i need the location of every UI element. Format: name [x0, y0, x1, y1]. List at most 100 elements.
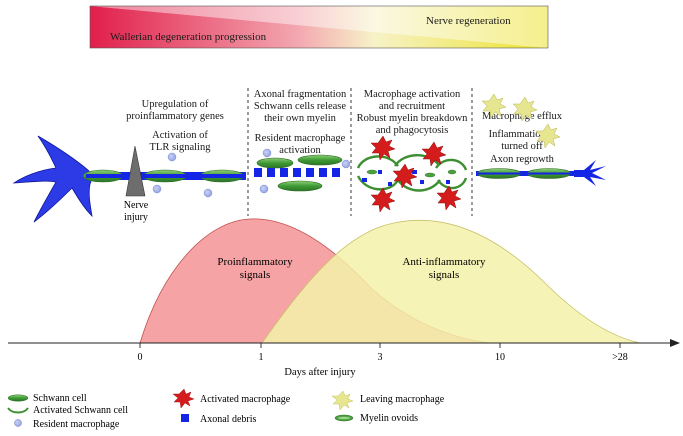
schwann-cell [297, 154, 343, 166]
schwann-cell [256, 157, 294, 169]
regrowing-axon-core [476, 172, 576, 175]
legend-resident-label: Resident macrophage [33, 419, 120, 430]
stage1-line3: Activation of [152, 130, 208, 141]
activated-schwann-cell [397, 179, 441, 192]
stage2-line5: activation [279, 145, 321, 156]
stage1-line1: Upregulation of [142, 99, 209, 110]
axis-arrowhead [670, 339, 680, 347]
legend-leaving-label: Leaving macrophage [360, 394, 445, 405]
proinflammatory-label-line1: Proinflammatory [217, 256, 293, 268]
stage2-line3: their own myelin [264, 113, 336, 124]
myelin-ovoids-group [366, 169, 457, 178]
activated-macrophage [370, 187, 396, 213]
legend-schwann-icon [7, 394, 29, 402]
axonal-debris [293, 168, 301, 177]
axonal-debris [420, 180, 424, 184]
myelin-ovoid [366, 169, 378, 175]
degeneration-label: Wallerian degeneration progression [110, 31, 267, 43]
resident-macrophage [167, 152, 177, 162]
anti-inflammatory-label-line1: Anti-inflammatory [402, 256, 486, 268]
legend-ovoid-highlight [338, 416, 350, 420]
axonal-debris [332, 168, 340, 177]
stage4-line4: Axon regrowth [490, 154, 555, 165]
axonal-debris [254, 168, 262, 177]
axonal-debris [280, 168, 288, 177]
proinflammatory-label-line2: signals [240, 269, 271, 281]
leaving-macrophage [512, 96, 538, 122]
progression-banner: Wallerian degeneration progression Nerve… [89, 5, 549, 49]
leaving-macrophages [481, 93, 561, 149]
leaving-macrophage [481, 93, 507, 119]
anti-inflammatory-label-line2: signals [429, 269, 460, 281]
stage2-line4: Resident macrophage [255, 133, 346, 144]
resident-macrophage [152, 184, 162, 194]
axonal-debris [306, 168, 314, 177]
tick-label-0: 0 [138, 352, 143, 363]
activated-macrophage [392, 163, 418, 189]
legend-resident-icon [14, 419, 22, 427]
myelin-ovoid [424, 172, 436, 178]
legend-activated-schwann-icon [7, 407, 29, 414]
activated-macrophage [421, 141, 447, 167]
axonal-debris [362, 178, 367, 182]
axonal-debris [388, 182, 392, 186]
legend-ovoid-label: Myelin ovoids [360, 413, 418, 424]
nerve-injury-marker [125, 145, 146, 197]
nerve-injury-line2: injury [124, 212, 148, 223]
stage3-line3: Robust myelin breakdown [357, 113, 469, 124]
stage2-line1: Axonal fragmentation [254, 89, 347, 100]
stage1-line4: TLR signaling [150, 142, 212, 153]
regeneration-label: Nerve regeneration [426, 15, 511, 27]
tick-label-28: >28 [612, 352, 628, 363]
resident-macrophage [259, 184, 269, 194]
legend-schwann-label: Schwann cell [33, 393, 87, 404]
activated-schwann-cell [393, 154, 439, 167]
stage3-line1: Macrophage activation [364, 89, 461, 100]
activated-macrophage [370, 135, 396, 161]
axis-title: Days after injury [284, 367, 356, 378]
stage4-line2: Inflammation is [489, 129, 556, 140]
axonal-debris [446, 180, 450, 184]
activated-schwann-cells [356, 154, 468, 192]
legend-debris-label: Axonal debris [200, 414, 256, 425]
axon-regrowth [476, 93, 606, 186]
activated-schwann-cell [356, 155, 399, 169]
activated-macrophage [436, 185, 462, 211]
leaving-macrophage [535, 123, 561, 149]
growth-cone [574, 160, 606, 186]
tick-label-1: 1 [259, 352, 264, 363]
activated-schwann-cell [437, 177, 468, 190]
banner-frame [89, 5, 549, 49]
legend: Schwann cell Activated Schwann cell Resi… [7, 388, 445, 430]
time-axis: 0 1 3 10 >28 Days after injury [8, 339, 680, 378]
axon-core-proximal [86, 174, 246, 178]
resident-macrophages-stage1 [152, 152, 213, 198]
legend-activated-macrophage-icon [172, 388, 195, 409]
myelin-breakdown [356, 135, 468, 213]
stage2-line2: Schwann cells release [254, 101, 346, 112]
axonal-debris [378, 170, 382, 174]
axonal-fragmentation [254, 148, 351, 194]
tick-label-3: 3 [378, 352, 383, 363]
stage3-line4: and phagocytosis [376, 125, 449, 136]
axonal-debris [267, 168, 275, 177]
axonal-debris [319, 168, 327, 177]
stage4-line3: turned off [501, 141, 543, 152]
regeneration-wedge-top [90, 6, 548, 48]
resident-macrophage [341, 159, 351, 169]
nerve-injury-line1: Nerve [124, 200, 149, 211]
legend-leaving-macrophage-icon [331, 390, 354, 411]
axonal-debris-scattered [362, 170, 450, 186]
tick-label-10: 10 [495, 352, 505, 363]
resident-macrophage [203, 188, 213, 198]
legend-activated-schwann-label: Activated Schwann cell [33, 405, 128, 416]
myelin-ovoid [447, 169, 457, 175]
schwann-cell [277, 180, 323, 192]
legend-activated-macrophage-label: Activated macrophage [200, 394, 291, 405]
stage1-line2: proinflammatory genes [126, 111, 224, 122]
stage3-line2: and recruitment [379, 101, 445, 112]
activated-macrophages-stage3 [370, 135, 462, 213]
activated-schwann-cell [435, 158, 468, 171]
anti-inflammatory-curve [261, 219, 641, 344]
